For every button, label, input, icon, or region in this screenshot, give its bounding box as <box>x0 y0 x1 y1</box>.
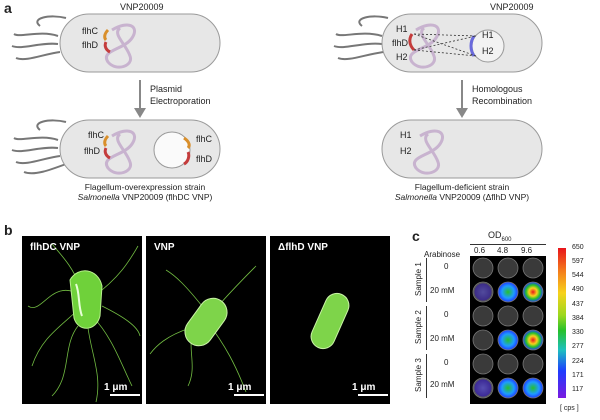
sample-2-label: Sample 2 <box>414 310 423 344</box>
scalebar-deltaflhd-label: 1 μm <box>352 382 376 393</box>
row-s3-0: 0 <box>444 358 449 367</box>
em-panel-deltaflhd: ΔflhD VNP 1 μm <box>270 236 390 404</box>
gene-label-flhD-top: flhD <box>82 40 99 50</box>
em-panel-flhdc: flhDC VNP 1 μm <box>22 236 142 404</box>
cbar-tick-3: 490 <box>572 286 584 293</box>
od-value-1: 0.6 <box>474 246 486 255</box>
od-axis-label: OD600 <box>488 230 512 243</box>
caption-left-strain: VNP20009 (flhDC VNP) <box>119 192 213 202</box>
cbar-tick-5: 384 <box>572 315 584 322</box>
cbar-tick-0: 650 <box>572 244 584 251</box>
od-value-2: 4.8 <box>497 246 509 255</box>
strain-label-top-left: VNP20009 <box>120 2 164 12</box>
gene-label-flhD-right: flhD <box>392 38 409 48</box>
row-s3-20: 20 mM <box>430 380 455 389</box>
em-title-deltaflhd: ΔflhD VNP <box>278 242 328 253</box>
step-left-line1: Plasmid <box>150 84 183 94</box>
od-subscript: 600 <box>501 236 512 243</box>
panel-a-diagram <box>11 13 543 179</box>
colorbar <box>558 248 566 398</box>
h2-label-cell: H2 <box>396 52 408 62</box>
od-label: OD <box>488 230 502 240</box>
cbar-tick-6: 330 <box>572 329 584 336</box>
em-title-vnp: VNP <box>154 242 175 253</box>
h1-label-cell: H1 <box>396 24 408 34</box>
h1-label-deficient: H1 <box>400 130 412 140</box>
cell-wildtype-right <box>333 13 543 73</box>
row-s2-20: 20 mM <box>430 334 455 343</box>
scalebar-deltaflhd-line <box>358 394 388 396</box>
row-s1-20: 20 mM <box>430 286 455 295</box>
sample-bracket-3 <box>426 354 427 398</box>
caption-left-species: Salmonella <box>77 192 120 202</box>
sample-3-label: Sample 3 <box>414 358 423 392</box>
h2-label-deficient: H2 <box>400 146 412 156</box>
cell-overexpression <box>11 119 221 179</box>
scalebar-flhdc: 1 μm <box>104 382 140 396</box>
panel-a-letter: a <box>4 0 12 16</box>
scalebar-vnp: 1 μm <box>228 382 264 396</box>
scalebar-flhdc-label: 1 μm <box>104 382 128 393</box>
row-s2-0: 0 <box>444 310 449 319</box>
step-right-line2: Recombination <box>472 96 533 106</box>
gene-label-flhD-bottom: flhD <box>84 146 101 156</box>
sample-bracket-2 <box>426 306 427 350</box>
cbar-tick-9: 171 <box>572 372 584 379</box>
scalebar-deltaflhd: 1 μm <box>352 382 388 396</box>
scalebar-vnp-label: 1 μm <box>228 382 252 393</box>
em-image-flhdc <box>27 243 141 403</box>
em-image-deltaflhd <box>310 292 350 350</box>
em-image-vnp <box>149 265 257 393</box>
caption-right-strain: VNP20009 (ΔflhD VNP) <box>436 192 530 202</box>
em-title-flhdc: flhDC VNP <box>30 242 80 253</box>
caption-right-species: Salmonella <box>394 192 437 202</box>
gene-label-flhC-top: flhC <box>82 26 99 36</box>
cell-deficient <box>381 119 543 179</box>
cbar-tick-8: 224 <box>572 358 584 365</box>
h1-label-plasmid: H1 <box>482 30 494 40</box>
colorbar-ticks: 650 597 544 490 437 384 330 277 224 171 … <box>572 244 600 404</box>
plasmid-flhC-label: flhC <box>196 134 213 144</box>
scalebar-flhdc-line <box>110 394 140 396</box>
colorbar-unit: [ cps ] <box>560 405 579 412</box>
row-s1-0: 0 <box>444 262 449 271</box>
od-bracket <box>470 244 546 245</box>
cbar-tick-1: 597 <box>572 258 584 265</box>
wells-signal <box>473 281 544 399</box>
caption-right: Flagellum-deficient strain Salmonella VN… <box>372 182 552 202</box>
em-panel-vnp: VNP 1 μm <box>146 236 266 404</box>
caption-right-line1: Flagellum-deficient strain <box>414 182 510 192</box>
strain-label-top-right: VNP20009 <box>490 2 534 12</box>
panel-c-letter: c <box>412 228 420 244</box>
od-value-3: 9.6 <box>521 246 533 255</box>
caption-left-line1: Flagellum-overexpression strain <box>84 182 206 192</box>
sample-bracket-1 <box>426 258 427 302</box>
step-left-line2: Electroporation <box>150 96 211 106</box>
scalebar-vnp-line <box>234 394 264 396</box>
cbar-tick-2: 544 <box>572 272 584 279</box>
arabinose-header: Arabinose <box>424 250 461 259</box>
plasmid-flhD-label: flhD <box>196 154 213 164</box>
step-right-line1: Homologous <box>472 84 523 94</box>
cbar-tick-10: 117 <box>572 386 584 393</box>
panel-b-letter: b <box>4 222 13 238</box>
cbar-tick-7: 277 <box>572 343 584 350</box>
gene-label-flhC-bottom: flhC <box>88 130 105 140</box>
caption-left: Flagellum-overexpression strain Salmonel… <box>60 182 230 202</box>
luminescence-plate <box>470 256 546 404</box>
cell-wildtype-left <box>11 13 221 73</box>
h2-label-plasmid: H2 <box>482 46 494 56</box>
sample-1-label: Sample 1 <box>414 262 423 296</box>
cbar-tick-4: 437 <box>572 301 584 308</box>
